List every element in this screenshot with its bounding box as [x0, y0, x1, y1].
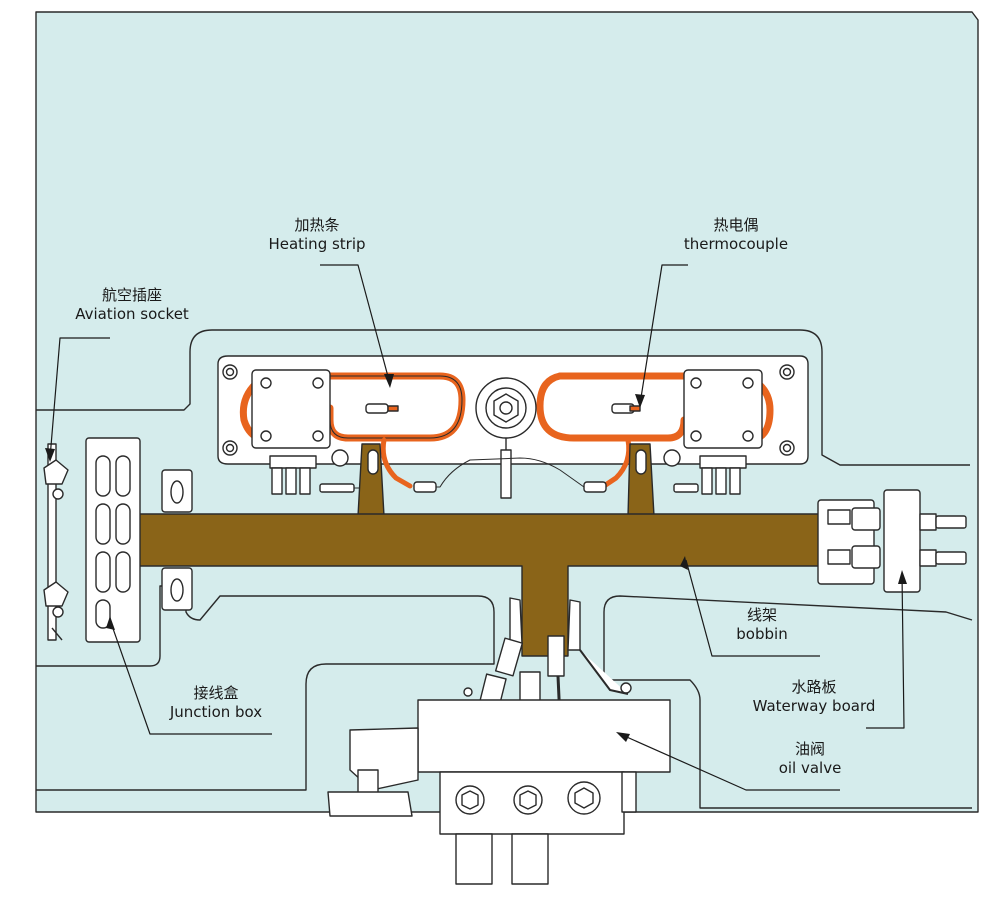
label-junction-box-zh: 接线盒 — [193, 684, 239, 702]
label-oil-valve-en: oil valve — [778, 759, 842, 777]
label-heating-strip-zh: 加热条 — [294, 216, 340, 234]
label-waterway-board-en: Waterway board — [752, 697, 876, 715]
leader-arrowheads — [45, 374, 907, 742]
label-bobbin-en: bobbin — [736, 625, 788, 643]
leader-waterway-board — [866, 573, 905, 729]
label-bobbin-zh: 线架 — [746, 606, 777, 624]
label-bobbin: 线架 bobbin — [722, 606, 802, 644]
label-aviation-socket-zh: 航空插座 — [101, 286, 162, 304]
leader-oil-valve — [619, 733, 840, 791]
leader-junction-box — [109, 619, 272, 735]
upper-region-outline — [36, 329, 970, 466]
label-junction-box: 接线盒 Junction box — [156, 684, 276, 722]
oil-valve — [327, 699, 671, 885]
leader-heating-strip — [320, 264, 391, 385]
waterway-board — [817, 489, 967, 593]
label-aviation-socket-en: Aviation socket — [75, 305, 189, 323]
label-heating-strip-en: Heating strip — [268, 235, 366, 253]
label-waterway-board: 水路板 Waterway board — [744, 678, 884, 716]
label-oil-valve-zh: 油阀 — [794, 740, 825, 758]
lower-left-outline — [36, 585, 495, 791]
bobbin-bracket-right — [627, 443, 655, 517]
thermocouple-probe-right — [583, 403, 699, 493]
label-junction-box-en: Junction box — [169, 703, 263, 721]
plate-screws — [222, 364, 795, 467]
terminal-block-right — [683, 369, 763, 495]
label-heating-strip: 加热条 Heating strip — [262, 216, 372, 254]
aviation-socket — [43, 443, 69, 641]
leader-thermocouple — [639, 264, 688, 405]
label-aviation-socket: 航空插座 Aviation socket — [64, 286, 200, 324]
label-thermocouple: 热电偶 thermocouple — [676, 216, 796, 254]
thermocouple-probe-left — [319, 403, 437, 493]
leader-aviation-socket — [49, 337, 110, 459]
bobbin-bracket-left — [357, 443, 385, 517]
leader-bobbin — [685, 559, 820, 657]
junction-box — [85, 437, 141, 643]
label-thermocouple-zh: 热电偶 — [713, 216, 759, 234]
label-oil-valve: 油阀 oil valve — [764, 740, 856, 778]
label-thermocouple-en: thermocouple — [683, 235, 789, 253]
central-fitting — [475, 377, 537, 499]
leader-lines — [49, 264, 905, 791]
label-waterway-board-zh: 水路板 — [791, 678, 837, 696]
terminal-block-left — [251, 369, 331, 495]
bobbin-clamp-left — [161, 469, 193, 611]
